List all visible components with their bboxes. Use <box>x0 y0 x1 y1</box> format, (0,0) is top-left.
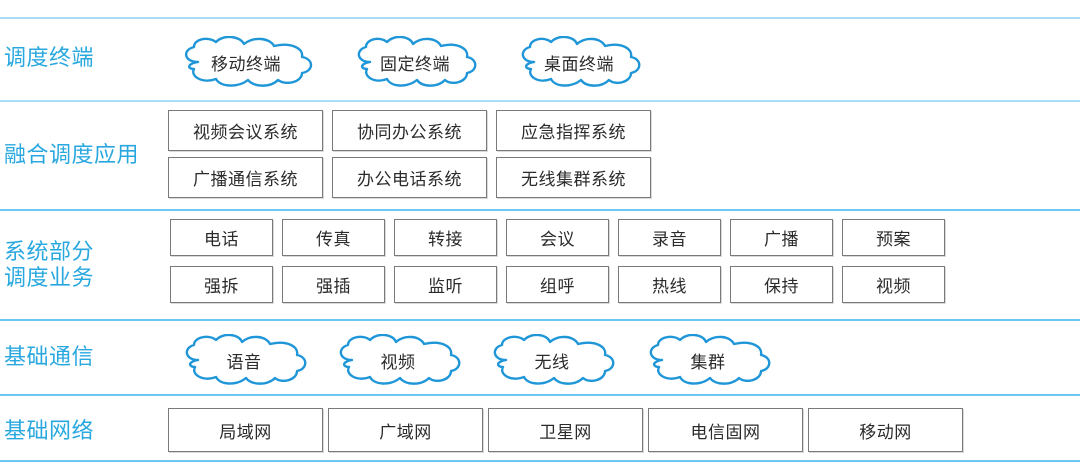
cloud-shape-icon <box>185 36 313 87</box>
cloud-shape-icon <box>185 334 307 385</box>
divider-after-dispatch-terminal <box>0 100 1080 102</box>
cloud-shape-icon <box>339 334 461 385</box>
divider-after-basic-communication <box>0 394 1080 396</box>
node-video[interactable]: 视频 <box>842 266 945 303</box>
node-fax[interactable]: 传真 <box>282 219 385 256</box>
node-office-telephone-system[interactable]: 办公电话系统 <box>332 157 487 198</box>
divider-bottom <box>0 460 1080 462</box>
node-recording[interactable]: 录音 <box>618 219 721 256</box>
node-wireless-trunking-system[interactable]: 无线集群系统 <box>496 157 651 198</box>
cloud-node-voice[interactable]: 语音 <box>176 334 312 386</box>
node-hotline[interactable]: 热线 <box>618 266 721 303</box>
node-telephone[interactable]: 电话 <box>170 219 273 256</box>
node-wide-area-network[interactable]: 广域网 <box>328 408 483 452</box>
cloud-node-video[interactable]: 视频 <box>330 334 466 386</box>
cloud-node-label: 桌面终端 <box>544 54 614 74</box>
node-emergency-command-system[interactable]: 应急指挥系统 <box>496 110 651 151</box>
cloud-shape-icon <box>649 334 771 385</box>
node-hold[interactable]: 保持 <box>730 266 833 303</box>
cloud-node-label: 语音 <box>226 352 262 372</box>
divider-top <box>0 17 1080 19</box>
layer-label-dispatch-terminal: 调度终端 <box>4 45 95 70</box>
node-broadcast-communication-system[interactable]: 广播通信系统 <box>168 157 323 198</box>
node-conference[interactable]: 会议 <box>506 219 609 256</box>
layer-label-basic-network: 基础网络 <box>4 418 95 443</box>
cloud-node-desktop-terminal[interactable]: 桌面终端 <box>512 36 646 88</box>
divider-after-converged-application <box>0 209 1080 211</box>
cloud-node-label: 无线 <box>534 352 570 372</box>
node-satellite-network[interactable]: 卫星网 <box>488 408 643 452</box>
cloud-node-label: 固定终端 <box>380 54 450 74</box>
layer-label-system-dispatch-service: 系统部分 调度业务 <box>4 239 95 290</box>
cloud-node-label: 视频 <box>380 352 416 372</box>
node-transfer[interactable]: 转接 <box>394 219 497 256</box>
node-broadcast[interactable]: 广播 <box>730 219 833 256</box>
cloud-node-wireless[interactable]: 无线 <box>484 334 620 386</box>
divider-after-system-dispatch-service <box>0 319 1080 321</box>
layer-label-basic-communication: 基础通信 <box>4 344 95 369</box>
cloud-shape-icon <box>521 36 641 87</box>
cloud-shape-icon <box>493 334 615 385</box>
node-mobile-network[interactable]: 移动网 <box>808 408 963 452</box>
node-contingency-plan[interactable]: 预案 <box>842 219 945 256</box>
node-local-area-network[interactable]: 局域网 <box>168 408 323 452</box>
cloud-node-trunking[interactable]: 集群 <box>640 334 776 386</box>
node-forced-release[interactable]: 强拆 <box>170 266 273 303</box>
node-video-conference-system[interactable]: 视频会议系统 <box>168 110 323 151</box>
cloud-node-fixed-terminal[interactable]: 固定终端 <box>348 36 482 88</box>
cloud-node-label: 移动终端 <box>211 54 281 74</box>
node-monitoring[interactable]: 监听 <box>394 266 497 303</box>
node-forced-insert[interactable]: 强插 <box>282 266 385 303</box>
cloud-node-label: 集群 <box>690 352 726 372</box>
cloud-node-mobile-terminal[interactable]: 移动终端 <box>174 36 318 88</box>
node-collaborative-office-system[interactable]: 协同办公系统 <box>332 110 487 151</box>
layer-label-converged-dispatch-application: 融合调度应用 <box>4 142 140 167</box>
node-telecom-fixed-network[interactable]: 电信固网 <box>648 408 803 452</box>
cloud-shape-icon <box>357 36 477 87</box>
node-group-call[interactable]: 组呼 <box>506 266 609 303</box>
